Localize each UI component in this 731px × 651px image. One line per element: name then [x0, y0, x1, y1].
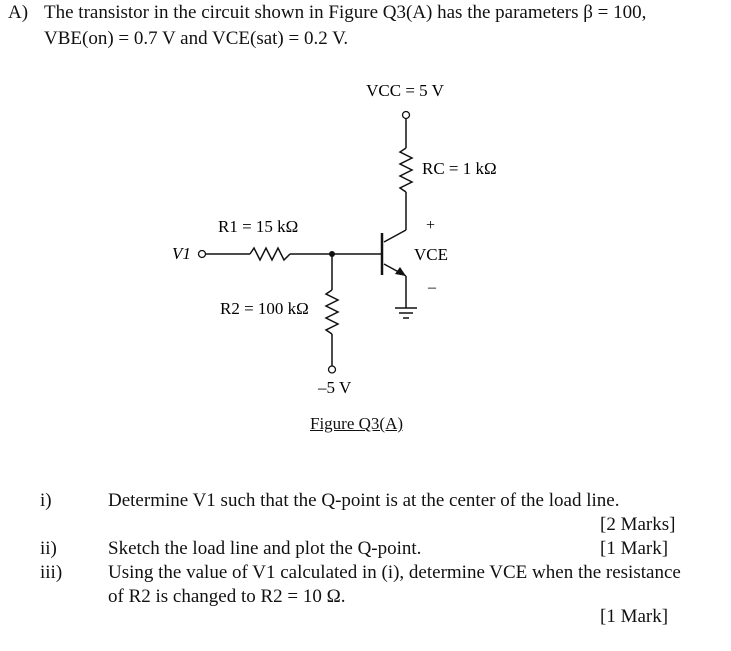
rc-label: RC = 1 kΩ [422, 159, 497, 178]
vce-plus: + [426, 217, 435, 234]
question-part-label: A) [8, 2, 29, 23]
vee-label: –5 V [317, 378, 352, 397]
rc-resistor [398, 147, 414, 193]
question-intro-line2: VBE(on) = 0.7 V and VCE(sat) = 0.2 V. [44, 28, 349, 49]
question-iii-text-line1: Using the value of V1 calculated in (i),… [108, 562, 681, 583]
r1-resistor [249, 246, 291, 262]
question-ii-number: ii) [40, 538, 57, 559]
v1-label: V1 [172, 244, 191, 263]
question-i-number: i) [40, 490, 52, 511]
vcc-label: VCC = 5 V [366, 81, 444, 100]
figure-caption: Figure Q3(A) [310, 414, 404, 433]
question-intro-line1: The transistor in the circuit shown in F… [44, 2, 647, 23]
r1-label: R1 = 15 kΩ [218, 217, 298, 236]
question-ii-text: Sketch the load line and plot the Q-poin… [108, 538, 422, 559]
r2-resistor [324, 289, 340, 335]
question-iii-number: iii) [40, 562, 63, 583]
r2-label: R2 = 100 kΩ [220, 299, 309, 318]
vce-minus: – [427, 279, 437, 296]
question-i-text: Determine V1 such that the Q-point is at… [108, 490, 620, 511]
vcc-terminal [401, 110, 411, 120]
question-iii-text-line2: of R2 is changed to R2 = 10 Ω. [108, 586, 346, 607]
question-ii-marks: [1 Mark] [600, 538, 669, 559]
vce-label: VCE [414, 245, 448, 264]
question-i-marks: [2 Marks] [600, 514, 676, 535]
vee-terminal [327, 365, 337, 374]
question-iii-marks: [1 Mark] [600, 606, 669, 627]
v1-terminal [197, 249, 207, 259]
circuit-diagram: VCC = 5 V RC = 1 kΩ + VCE – V1 R1 = 15 k… [172, 81, 497, 397]
